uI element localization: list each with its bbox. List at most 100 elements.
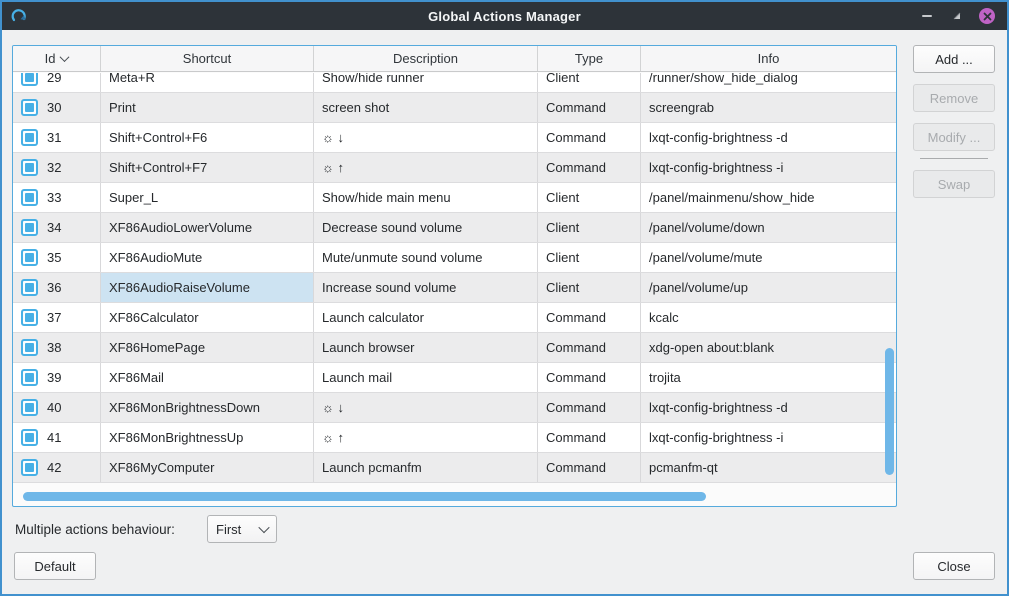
enabled-checkbox[interactable] <box>21 219 38 236</box>
description-cell: ☼ ↓ <box>314 393 538 422</box>
row-id-text: 37 <box>47 310 62 325</box>
modify-button[interactable]: Modify ... <box>913 123 995 151</box>
column-header-info[interactable]: Info <box>641 46 896 71</box>
titlebar[interactable]: Global Actions Manager <box>2 2 1007 30</box>
shortcut-cell: Shift+Control+F7 <box>101 153 314 182</box>
info-cell: lxqt-config-brightness -i <box>649 160 784 175</box>
remove-button[interactable]: Remove <box>913 84 995 112</box>
enabled-checkbox[interactable] <box>21 73 38 86</box>
column-header-shortcut[interactable]: Shortcut <box>101 46 314 71</box>
id-cell: 31 <box>13 123 101 152</box>
default-button[interactable]: Default <box>14 552 96 580</box>
description-cell: Mute/unmute sound volume <box>314 243 538 272</box>
column-header-type[interactable]: Type <box>538 46 641 71</box>
info-cell: /panel/mainmenu/show_hide <box>649 190 815 205</box>
vertical-scrollbar-thumb[interactable] <box>885 348 894 475</box>
enabled-checkbox[interactable] <box>21 189 38 206</box>
row-id-text: 41 <box>47 430 62 445</box>
type-cell: Client <box>538 243 641 272</box>
shortcut-cell: Super_L <box>101 183 314 212</box>
app-icon <box>11 9 26 22</box>
column-header-id[interactable]: Id <box>13 46 101 71</box>
minimize-button[interactable] <box>919 8 935 24</box>
info-cell: trojita <box>649 370 681 385</box>
row-id-text: 35 <box>47 250 62 265</box>
description-cell: Show/hide runner <box>314 73 538 92</box>
info-cell: lxqt-config-brightness -d <box>649 130 788 145</box>
horizontal-scrollbar-thumb[interactable] <box>23 492 706 501</box>
type-cell: Client <box>538 273 641 302</box>
checkbox-check-icon <box>25 463 34 472</box>
enabled-checkbox[interactable] <box>21 399 38 416</box>
description-cell: Show/hide main menu <box>314 183 538 212</box>
restore-button[interactable] <box>949 8 965 24</box>
enabled-checkbox[interactable] <box>21 369 38 386</box>
row-id-text: 32 <box>47 160 62 175</box>
shortcut-cell: XF86Mail <box>101 363 314 392</box>
row-id-text: 30 <box>47 100 62 115</box>
close-button[interactable] <box>979 8 995 24</box>
description-cell: Increase sound volume <box>314 273 538 302</box>
shortcut-cell: Shift+Control+F6 <box>101 123 314 152</box>
id-cell: 38 <box>13 333 101 362</box>
window-title: Global Actions Manager <box>428 8 581 24</box>
behaviour-select[interactable]: First <box>207 515 277 543</box>
enabled-checkbox[interactable] <box>21 339 38 356</box>
description-cell: Decrease sound volume <box>314 213 538 242</box>
info-cell: lxqt-config-brightness -d <box>649 400 788 415</box>
checkbox-check-icon <box>25 193 34 202</box>
info-cell: screengrab <box>649 100 715 115</box>
column-header-description[interactable]: Description <box>314 46 538 71</box>
id-cell: 33 <box>13 183 101 212</box>
checkbox-check-icon <box>25 343 34 352</box>
checkbox-check-icon <box>25 133 34 142</box>
row-id-text: 36 <box>47 280 62 295</box>
enabled-checkbox[interactable] <box>21 309 38 326</box>
description-cell: ☼ ↑ <box>314 423 538 452</box>
type-cell: Client <box>538 213 641 242</box>
column-header-label: Type <box>574 51 604 66</box>
id-cell: 40 <box>13 393 101 422</box>
enabled-checkbox[interactable] <box>21 279 38 296</box>
shortcut-cell: XF86AudioMute <box>101 243 314 272</box>
row-id-text: 40 <box>47 400 62 415</box>
enabled-checkbox[interactable] <box>21 429 38 446</box>
enabled-checkbox[interactable] <box>21 99 38 116</box>
shortcut-cell: XF86Calculator <box>101 303 314 332</box>
description-cell: ☼ ↓ <box>314 123 538 152</box>
info-cell: kcalc <box>649 310 679 325</box>
enabled-checkbox[interactable] <box>21 159 38 176</box>
close-dialog-button[interactable]: Close <box>913 552 995 580</box>
type-cell: Command <box>538 453 641 482</box>
swap-button[interactable]: Swap <box>913 170 995 198</box>
id-cell: 34 <box>13 213 101 242</box>
row-id-text: 39 <box>47 370 62 385</box>
description-cell: Launch calculator <box>314 303 538 332</box>
info-cell: xdg-open about:blank <box>649 340 775 355</box>
shortcut-cell: Meta+R <box>101 73 314 92</box>
row-id-text: 33 <box>47 190 62 205</box>
info-cell: pcmanfm-qt <box>649 460 718 475</box>
row-id-text: 42 <box>47 460 62 475</box>
type-cell: Command <box>538 123 641 152</box>
enabled-checkbox[interactable] <box>21 459 38 476</box>
enabled-checkbox[interactable] <box>21 249 38 266</box>
shortcut-cell: XF86HomePage <box>101 333 314 362</box>
enabled-checkbox[interactable] <box>21 129 38 146</box>
add-button[interactable]: Add ... <box>913 45 995 73</box>
